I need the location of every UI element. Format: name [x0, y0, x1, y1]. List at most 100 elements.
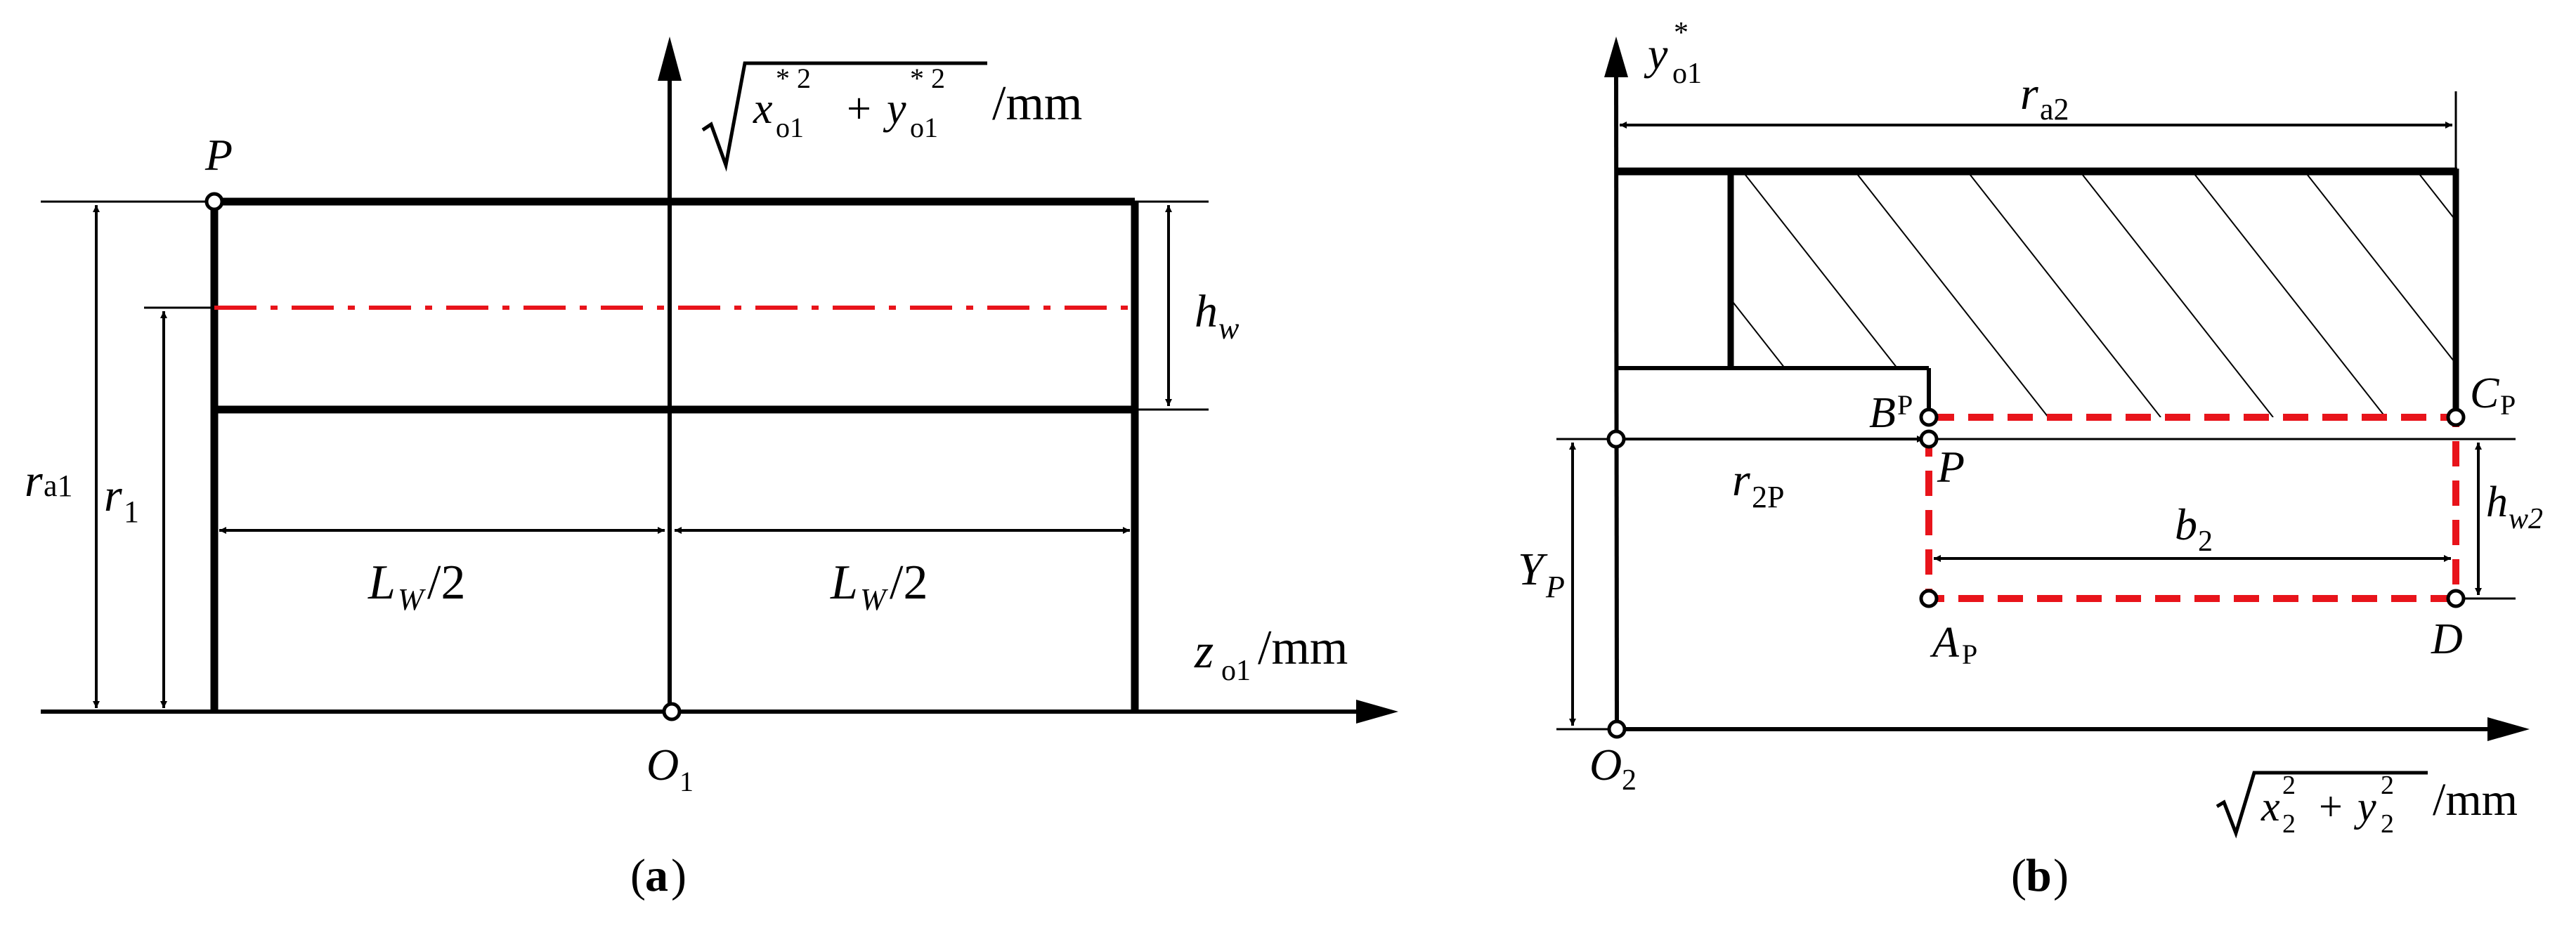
svg-text:r: r	[104, 470, 122, 521]
svg-text:r: r	[2020, 68, 2038, 119]
svg-text:r: r	[25, 455, 43, 506]
origin-o1-label: O 1	[646, 740, 694, 797]
label-hw2: h w2	[2486, 478, 2543, 535]
svg-text:(: (	[630, 850, 646, 901]
point-start-marker	[1606, 429, 1626, 449]
svg-text:b: b	[2026, 850, 2052, 901]
svg-text:W: W	[860, 582, 888, 617]
svg-text:2: 2	[2282, 771, 2296, 800]
svg-text:b: b	[2175, 499, 2197, 549]
caption-a: ( a )	[630, 850, 687, 901]
point-p2-marker	[1919, 429, 1939, 449]
svg-text:P: P	[1962, 639, 1977, 670]
svg-text:Y: Y	[1518, 544, 1548, 595]
svg-text:P: P	[2500, 389, 2516, 421]
point-p-marker	[204, 192, 224, 211]
label-d: D	[2431, 615, 2463, 663]
svg-text:h: h	[2486, 478, 2508, 526]
svg-text:w: w	[1218, 311, 1240, 346]
point-d-marker	[2446, 589, 2466, 608]
b-x-axis-label: x 2 2 + y 2 2 /mm	[2216, 771, 2518, 839]
svg-text:a: a	[645, 850, 668, 901]
svg-text:2: 2	[2282, 809, 2296, 839]
point-p-label: P	[204, 130, 233, 180]
b-y-axis	[1614, 73, 1619, 730]
point-ap-marker	[1919, 589, 1939, 608]
svg-text:o1: o1	[910, 112, 938, 143]
radial-axis-label: x * 2 o1 + y * 2 o1 /mm	[701, 61, 1082, 172]
sqrt-sign	[701, 61, 987, 172]
svg-text:o1: o1	[776, 112, 804, 143]
b-y-axis-arrowhead	[1604, 37, 1628, 77]
label-p2: P	[1937, 442, 1965, 492]
svg-text:w2: w2	[2509, 503, 2543, 535]
svg-text:/2: /2	[427, 556, 465, 610]
svg-text:r: r	[1732, 455, 1750, 506]
svg-text:L: L	[830, 556, 858, 610]
svg-text:/mm: /mm	[992, 77, 1082, 131]
svg-text:O: O	[646, 740, 679, 790]
label-lw-left: L W /2	[367, 556, 465, 617]
b-sqrt-sign	[2216, 771, 2428, 839]
origin-o2-marker	[1607, 719, 1627, 739]
svg-text:): )	[671, 850, 687, 901]
label-ra1: r a1	[25, 455, 73, 506]
svg-text:2P: 2P	[1752, 480, 1784, 514]
svg-text:B: B	[1869, 389, 1896, 437]
svg-text:1: 1	[679, 766, 694, 797]
svg-text:*: *	[1674, 17, 1689, 49]
svg-text:/2: /2	[890, 556, 928, 610]
svg-text:1: 1	[124, 495, 139, 529]
svg-text:y: y	[2353, 783, 2376, 830]
svg-text:A: A	[1930, 619, 1960, 667]
svg-text:z: z	[1194, 625, 1214, 679]
point-cp-marker	[2446, 407, 2466, 427]
panel-a: P x * 2 o1 + y * 2 o1 /mm z o1 /mm O 1 r…	[25, 37, 1398, 901]
svg-text:/mm: /mm	[2433, 774, 2518, 825]
b-x-axis-arrowhead	[2487, 717, 2530, 741]
svg-text:2: 2	[1622, 764, 1637, 797]
svg-text:L: L	[367, 556, 396, 610]
label-yp: Y P	[1518, 544, 1565, 604]
svg-text:2: 2	[2381, 771, 2394, 800]
svg-text:O: O	[1589, 740, 1622, 790]
label-bp: B P	[1869, 389, 1913, 437]
svg-text:x: x	[753, 85, 773, 133]
svg-text:P: P	[1545, 570, 1565, 604]
label-ap: A P	[1930, 619, 1977, 670]
label-b2: b 2	[2175, 499, 2213, 558]
svg-text:2: 2	[2381, 809, 2394, 839]
svg-text:/mm: /mm	[1258, 621, 1348, 675]
svg-text:o1: o1	[1221, 655, 1251, 687]
svg-text:y: y	[1644, 29, 1668, 79]
point-bp-marker	[1919, 407, 1939, 427]
svg-text:o1: o1	[1672, 58, 1702, 90]
caption-b: ( b )	[2011, 850, 2069, 901]
label-hw: h w	[1195, 286, 1240, 346]
svg-text:+: +	[2319, 783, 2343, 830]
svg-text:2: 2	[2198, 525, 2213, 558]
svg-text:W: W	[398, 582, 426, 617]
svg-text:y: y	[883, 85, 906, 133]
z-axis-arrowhead	[1356, 700, 1398, 724]
svg-text:* 2: * 2	[776, 63, 811, 94]
origin-o1-marker	[662, 702, 682, 721]
svg-text:x: x	[2260, 783, 2280, 830]
svg-text:+: +	[847, 85, 871, 133]
svg-text:C: C	[2470, 370, 2499, 417]
svg-text:): )	[2053, 850, 2069, 901]
label-ra2: r a2	[2020, 68, 2069, 126]
b-y-axis-label: y * o1	[1644, 17, 1702, 90]
label-cp: C P	[2470, 370, 2516, 421]
z-axis-label: z o1 /mm	[1194, 621, 1348, 687]
svg-text:a1: a1	[44, 469, 73, 503]
label-r2p: r 2P	[1732, 455, 1784, 514]
svg-text:P: P	[1897, 389, 1913, 421]
panel-b: y * o1 r a2 B P C P P r 2P Y P h w2	[1518, 17, 2543, 901]
label-r1: r 1	[104, 470, 139, 529]
svg-text:h: h	[1195, 286, 1218, 337]
hatch	[1731, 171, 2456, 417]
svg-text:* 2: * 2	[910, 63, 945, 94]
radial-axis-arrowhead	[658, 37, 682, 81]
